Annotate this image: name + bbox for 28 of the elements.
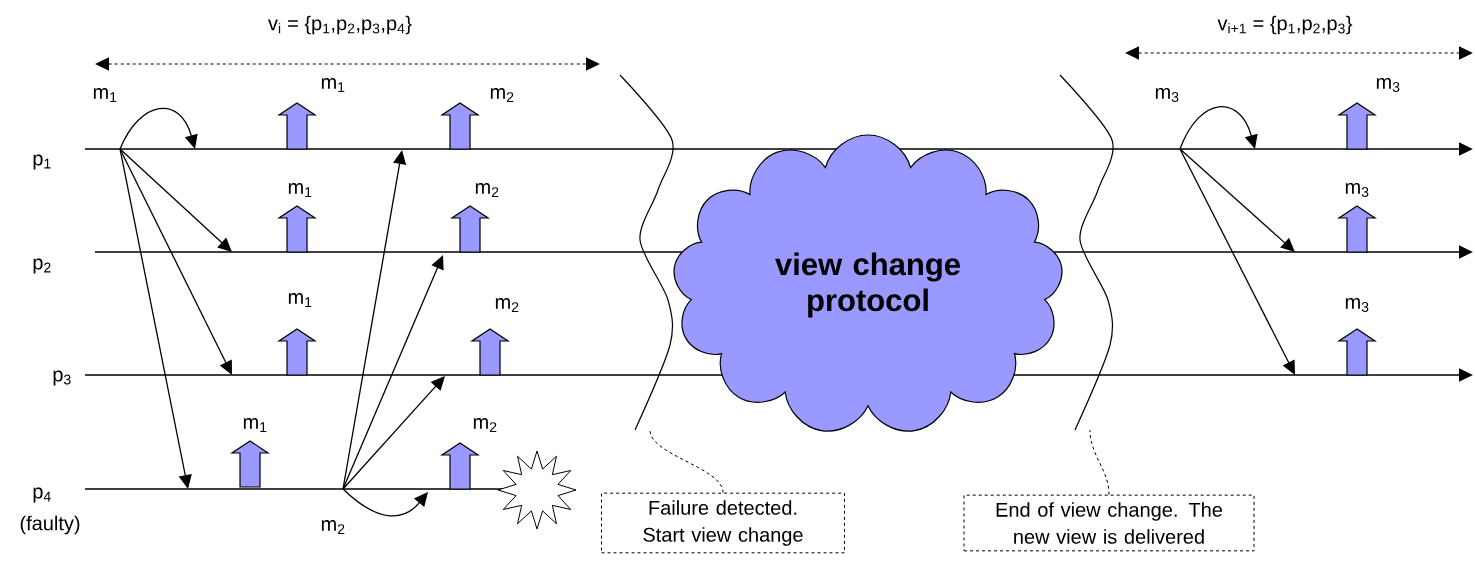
text-label: (faulty): [20, 515, 80, 535]
text-label: m$_{3}$: [1376, 78, 1400, 92]
text-label: p$_{4}$: [33, 487, 51, 503]
text-label: m$_{3}$: [1345, 298, 1369, 312]
cloud: view change protocol: [673, 134, 1063, 432]
note-box: End of view change. The new view is delivered: [963, 494, 1255, 552]
text-label: m$_{1}$: [243, 418, 267, 432]
text-label: m$_{1}$: [93, 88, 117, 102]
text-label: p$_{2}$: [33, 258, 51, 274]
wavy-line: [619, 74, 674, 431]
text-label: m$_{2}$: [490, 88, 514, 102]
text-label: m$_{2}$: [473, 418, 497, 432]
text-label: m$_{3}$: [1345, 183, 1369, 197]
leader-line: [649, 429, 724, 494]
text-label: m$_{2}$: [321, 520, 345, 534]
text-label: v$_{i}$ = {p$_{1}$,p$_{2}$,p$_{3}$,p$_{4}$}: [268, 15, 412, 35]
text-label: m$_{1}$: [321, 78, 345, 92]
text-label: m$_{2}$: [495, 298, 519, 312]
wavy-line: [1059, 74, 1114, 431]
text-label: m$_{1}$: [288, 293, 312, 307]
text-label: p$_{3}$: [53, 370, 71, 386]
text-label: m$_{3}$: [1155, 88, 1179, 102]
note-box: Failure detected. Start view change: [601, 492, 845, 554]
leader-line: [1089, 429, 1110, 496]
text-label: p$_{1}$: [33, 154, 51, 170]
text-label: m$_{2}$: [475, 183, 499, 197]
text-label: m$_{1}$: [288, 183, 312, 197]
text-label: v$_{i+1}$ = {p$_{1}$,p$_{2}$,p$_{3}$}: [1217, 15, 1353, 35]
